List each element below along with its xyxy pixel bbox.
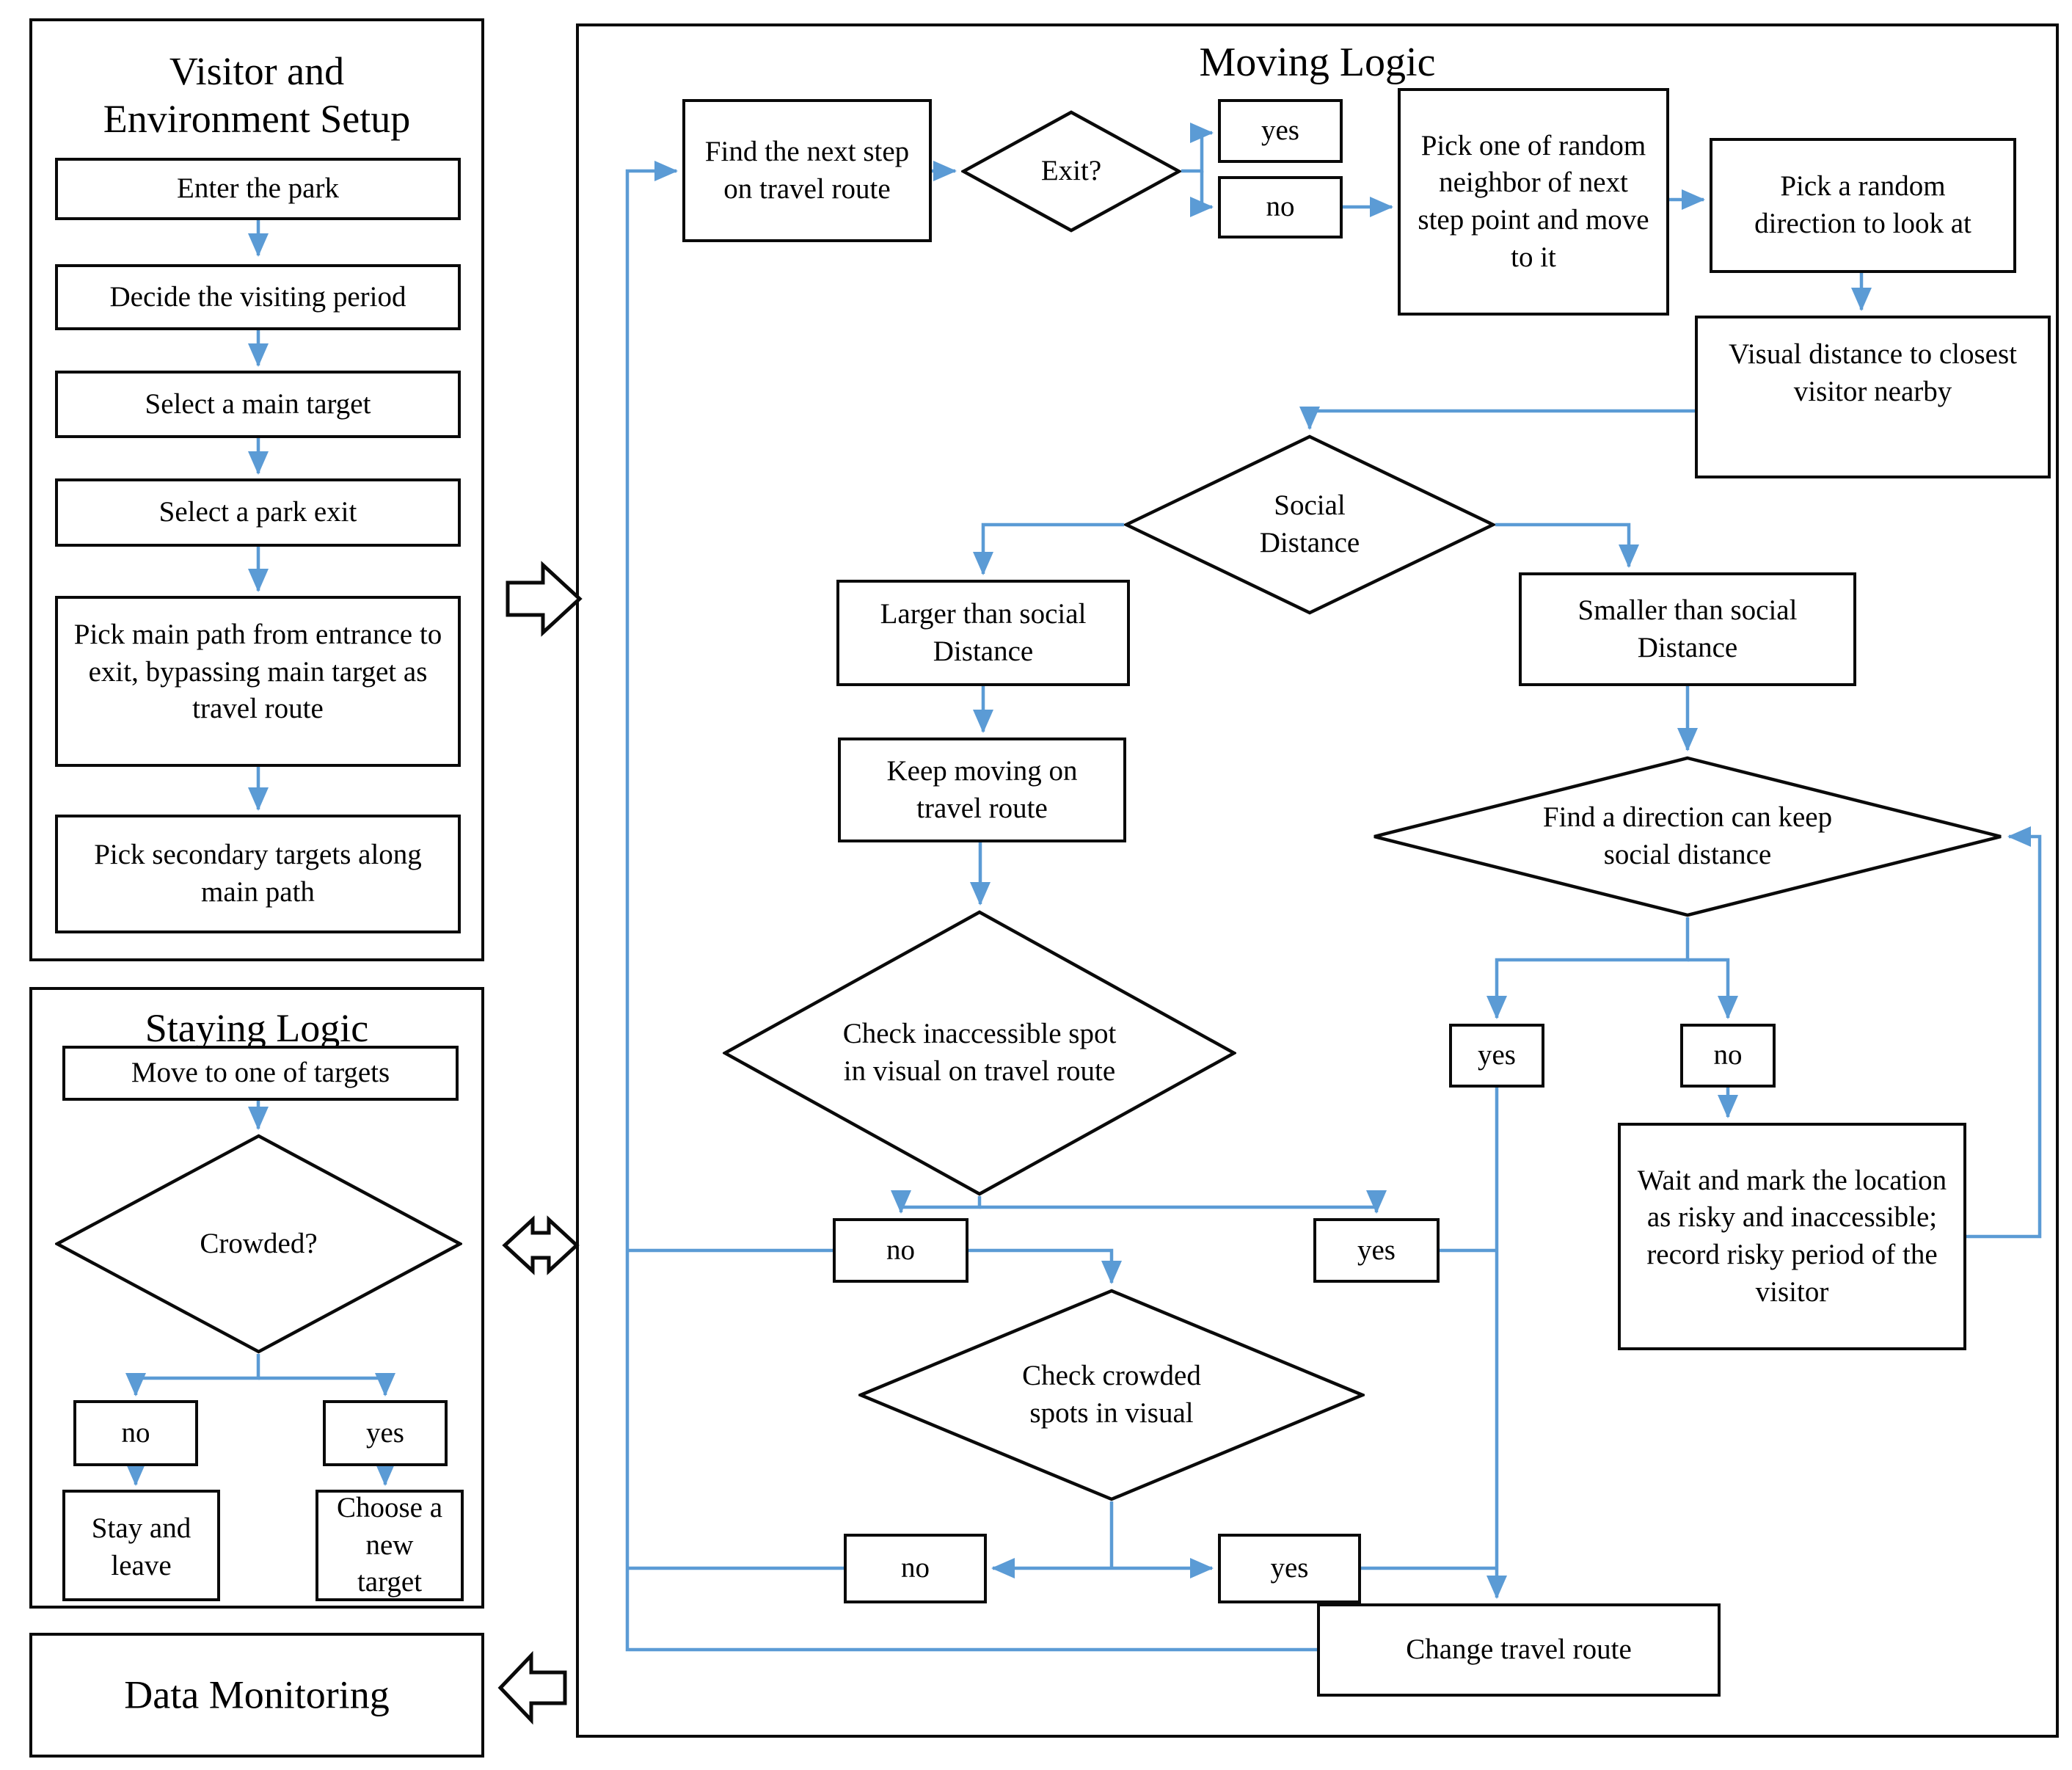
node-check-inaccessible: Check inaccessible spot in visual on tra… bbox=[723, 910, 1236, 1196]
node-text-inaccessible-no: no bbox=[886, 1234, 915, 1266]
edge-crowded-split-yes bbox=[258, 1373, 395, 1396]
node-visual-distance: Visual distance to closest visitor nearb… bbox=[1695, 316, 2051, 478]
edge-socdist-to-larger bbox=[973, 522, 1124, 575]
node-text-move-to-targets: Move to one of targets bbox=[131, 1057, 390, 1089]
node-text-find-direction-yes: yes bbox=[1478, 1039, 1516, 1071]
node-text-larger-than-social: Larger than social Distance bbox=[880, 597, 1087, 667]
node-move-to-targets: Move to one of targets bbox=[62, 1046, 459, 1101]
node-label-social-distance: Social Distance bbox=[1124, 434, 1495, 615]
node-text-decide-visiting-period: Decide the visiting period bbox=[109, 280, 406, 313]
node-text-staying-no: no bbox=[121, 1416, 150, 1449]
edge-change-loop-to-findstep bbox=[625, 161, 1317, 1652]
node-decide-visiting-period: Decide the visiting period bbox=[55, 264, 461, 330]
node-find-direction-no: no bbox=[1680, 1024, 1776, 1088]
node-keep-moving: Keep moving on travel route bbox=[838, 738, 1126, 842]
node-inaccessible-no: no bbox=[833, 1218, 968, 1283]
edge-visual-to-socdist bbox=[1299, 407, 1695, 430]
node-enter-the-park: Enter the park bbox=[55, 158, 461, 220]
node-text-keep-moving: Keep moving on travel route bbox=[886, 754, 1078, 824]
node-exit-yes: yes bbox=[1218, 99, 1343, 163]
node-wait-and-mark: Wait and mark the location as risky and … bbox=[1618, 1123, 1966, 1350]
node-text-crowded-question: Crowded? bbox=[200, 1227, 318, 1259]
node-text-check-inaccessible: Check inaccessible spot in visual on tra… bbox=[842, 1018, 1117, 1087]
block-arrow-left bbox=[497, 1650, 567, 1725]
edge-crowded-split-no bbox=[125, 1354, 260, 1396]
node-text-exit-no: no bbox=[1266, 191, 1295, 223]
node-exit-question: Exit? bbox=[961, 110, 1181, 233]
node-text-enter-the-park: Enter the park bbox=[177, 172, 339, 205]
diamond-shape-find-direction bbox=[1374, 756, 2002, 917]
node-text-pick-random-neighbor: Pick one of random neighbor of next step… bbox=[1418, 129, 1649, 273]
node-crowded-question: Crowded? bbox=[55, 1134, 462, 1354]
node-change-travel-route: Change travel route bbox=[1317, 1603, 1721, 1697]
node-text-exit-question: Exit? bbox=[1040, 155, 1102, 187]
node-text-visual-distance: Visual distance to closest visitor nearb… bbox=[1729, 338, 2017, 407]
edge-socdist-to-smaller bbox=[1495, 522, 1639, 568]
diamond-shape-exit-question bbox=[961, 110, 1181, 233]
edge-finddir-split-no bbox=[1688, 958, 1738, 1019]
node-stay-and-leave: Stay and leave bbox=[62, 1490, 220, 1601]
edge-inaccess-split-yes bbox=[980, 1190, 1387, 1214]
edge-wait-loop-to-finddir bbox=[1966, 826, 2042, 1239]
node-text-select-park-exit: Select a park exit bbox=[158, 496, 357, 528]
node-text-find-direction-no: no bbox=[1713, 1039, 1743, 1071]
node-text-check-crowded: Check crowded spots in visual bbox=[1022, 1360, 1201, 1429]
node-larger-than-social: Larger than social Distance bbox=[836, 580, 1130, 686]
node-pick-random-neighbor: Pick one of random neighbor of next step… bbox=[1398, 88, 1669, 316]
node-find-next-step: Find the next step on travel route bbox=[682, 99, 932, 242]
node-text-change-travel-route: Change travel route bbox=[1406, 1634, 1632, 1666]
node-pick-random-direction: Pick a random direction to look at bbox=[1710, 138, 2016, 273]
node-text-find-next-step: Find the next step on travel route bbox=[704, 135, 910, 205]
node-select-park-exit: Select a park exit bbox=[55, 478, 461, 547]
edge-inaccess-split-no bbox=[891, 1190, 982, 1214]
node-label-exit-question: Exit? bbox=[961, 110, 1181, 233]
diamond-shape-check-inaccessible bbox=[723, 910, 1236, 1196]
node-find-direction: Find a direction can keep social distanc… bbox=[1372, 756, 2003, 917]
node-text-stay-and-leave: Stay and leave bbox=[91, 1512, 191, 1581]
node-exit-no: no bbox=[1218, 176, 1343, 238]
node-label-crowded-question: Crowded? bbox=[55, 1134, 462, 1354]
node-text-smaller-than-social: Smaller than social Distance bbox=[1577, 594, 1798, 663]
node-text-crowded-no: no bbox=[901, 1552, 930, 1584]
block-arrow-right bbox=[506, 561, 583, 637]
node-text-exit-yes: yes bbox=[1261, 114, 1299, 147]
node-text-staying-yes: yes bbox=[366, 1416, 404, 1449]
edge-exit-split-no bbox=[1190, 171, 1214, 217]
node-label-check-crowded: Check crowded spots in visual bbox=[858, 1289, 1365, 1501]
node-text-select-main-target: Select a main target bbox=[145, 387, 371, 420]
node-check-crowded: Check crowded spots in visual bbox=[858, 1289, 1365, 1501]
node-smaller-than-social: Smaller than social Distance bbox=[1519, 572, 1856, 686]
node-text-wait-and-mark: Wait and mark the location as risky and … bbox=[1637, 1164, 1947, 1308]
node-pick-main-path: Pick main path from entrance to exit, by… bbox=[55, 596, 461, 767]
node-social-distance: Social Distance bbox=[1124, 434, 1495, 615]
node-staying-yes: yes bbox=[323, 1400, 448, 1466]
node-find-direction-yes: yes bbox=[1449, 1024, 1544, 1088]
node-text-inaccessible-yes: yes bbox=[1357, 1234, 1396, 1266]
node-choose-new-target: Choose a new target bbox=[315, 1490, 464, 1601]
node-text-pick-main-path: Pick main path from entrance to exit, by… bbox=[73, 619, 442, 725]
node-label-check-inaccessible: Check inaccessible spot in visual on tra… bbox=[723, 910, 1236, 1196]
node-pick-secondary-targets: Pick secondary targets along main path bbox=[55, 815, 461, 933]
diamond-shape-crowded-question bbox=[55, 1134, 462, 1354]
edge-no-to-checkcrowded bbox=[968, 1248, 1122, 1284]
node-label-find-direction: Find a direction can keep social distanc… bbox=[1372, 756, 2003, 917]
node-text-pick-random-direction: Pick a random direction to look at bbox=[1754, 170, 1971, 239]
node-inaccessible-yes: yes bbox=[1313, 1218, 1440, 1283]
node-text-crowded-yes: yes bbox=[1270, 1552, 1309, 1584]
node-crowded-yes: yes bbox=[1218, 1534, 1361, 1603]
node-text-pick-secondary-targets: Pick secondary targets along main path bbox=[94, 839, 422, 908]
node-text-find-direction: Find a direction can keep social distanc… bbox=[1542, 801, 1833, 870]
node-staying-no: no bbox=[73, 1400, 198, 1466]
diamond-shape-check-crowded bbox=[858, 1289, 1365, 1501]
block-arrow-double bbox=[502, 1215, 580, 1275]
node-text-choose-new-target: Choose a new target bbox=[336, 1491, 443, 1598]
edge-finddir-split-yes bbox=[1486, 917, 1690, 1019]
diamond-shape-social-distance bbox=[1124, 434, 1495, 615]
node-select-main-target: Select a main target bbox=[55, 371, 461, 438]
node-crowded-no: no bbox=[844, 1534, 987, 1603]
node-text-social-distance: Social Distance bbox=[1259, 489, 1360, 558]
edge-exit-split-yes bbox=[1181, 123, 1214, 173]
